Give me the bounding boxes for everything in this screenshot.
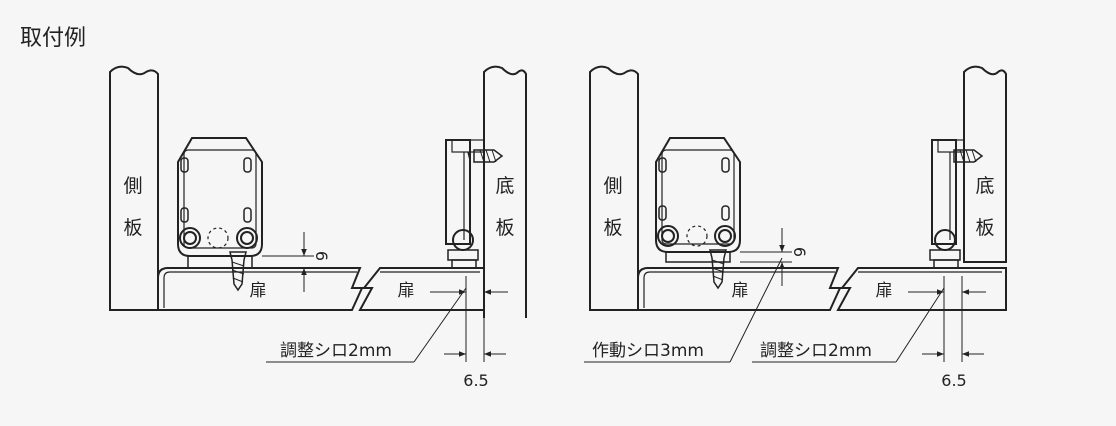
adjust-margin-label-2: 調整シロ2mm — [760, 341, 872, 361]
door-label-left-2: 扉 — [732, 281, 749, 301]
bottom-panel-label-bottom-2: 板 — [975, 217, 994, 239]
side-panel-label-bottom: 板 — [123, 217, 142, 239]
door-label-left: 扉 — [250, 281, 267, 301]
dimension-6: 6 — [262, 232, 331, 292]
door-left: 扉 — [157, 267, 364, 311]
dimension-6-5-label-2: 6.5 — [941, 371, 966, 390]
catch-body — [177, 137, 263, 292]
adjust-margin-callout-2: 調整シロ2mm — [752, 287, 945, 363]
strike-plate-2 — [929, 139, 984, 269]
strike-plate — [445, 139, 504, 269]
dimension-6-5-label: 6.5 — [463, 371, 488, 390]
bottom-panel-label-top-2: 底 — [975, 175, 994, 197]
dimension-6-label-2: 6 — [790, 247, 809, 257]
operating-margin-callout: 作動シロ3mm — [584, 257, 783, 363]
bottom-panel-2: 底 板 — [963, 65, 1007, 263]
operating-margin-label: 作動シロ3mm — [592, 341, 704, 361]
door-right-2: 扉 — [836, 267, 1007, 311]
side-panel-label-top: 側 — [123, 175, 142, 197]
side-panel-label-top-2: 側 — [603, 175, 622, 197]
dimension-6-5: 6.5 — [430, 276, 508, 390]
side-panel-label-bottom-2: 板 — [603, 217, 622, 239]
door-label-right: 扉 — [398, 281, 415, 301]
dimension-6-label: 6 — [312, 251, 331, 261]
side-panel: 側 板 — [109, 65, 159, 311]
catch-body-2 — [655, 137, 741, 290]
adjust-margin-label: 調整シロ2mm — [280, 341, 392, 361]
right-diagram: 側 板 扉 扉 — [584, 65, 1007, 390]
adjust-margin-callout: 調整シロ2mm — [266, 287, 467, 363]
bottom-panel-label-bottom: 板 — [495, 217, 514, 239]
dimension-6-5-2: 6.5 — [908, 276, 986, 390]
page-title: 取付例 — [20, 26, 87, 51]
side-panel-right-diagram: 側 板 — [589, 65, 639, 311]
bottom-panel: 底 板 — [483, 65, 527, 318]
door-left-2: 扉 — [637, 267, 842, 311]
left-diagram: 側 板 扉 扉 — [109, 65, 527, 390]
bottom-panel-label-top: 底 — [495, 175, 514, 197]
door-label-right-2: 扉 — [876, 281, 893, 301]
dimension-6-2: 6 — [740, 228, 809, 286]
